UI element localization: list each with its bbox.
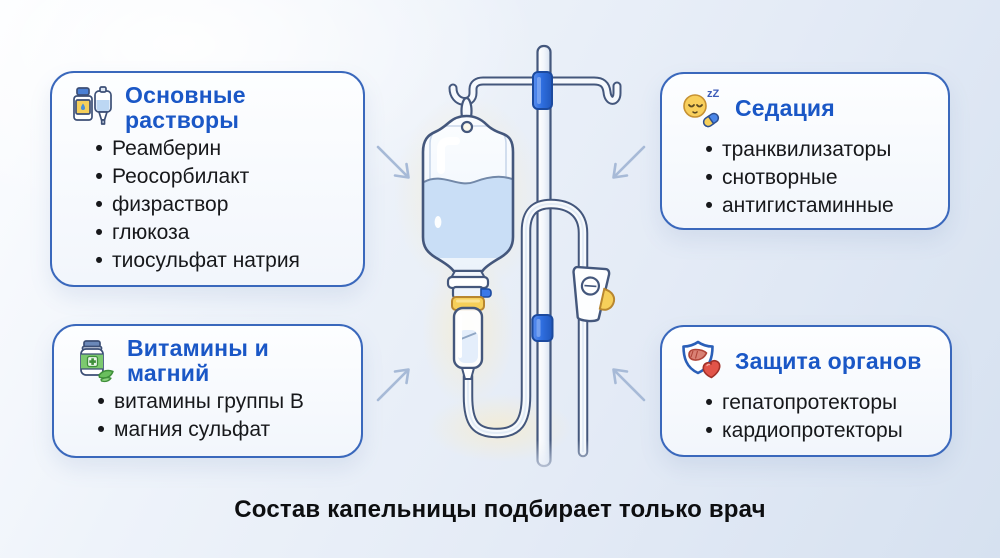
- pole-clamp-top: [532, 71, 553, 110]
- card-list: транквилизаторы снотворные антигистаминн…: [676, 136, 934, 220]
- side-port-valve: [480, 288, 492, 298]
- card-list: Реамберин Реосорбилакт физраствор глюкоз…: [66, 135, 349, 275]
- arrow-bottom-left: [376, 368, 410, 402]
- card-sedation: zZ Седация транквилизаторы снотворные ан…: [660, 72, 950, 230]
- card-title: Витамины и магний: [127, 334, 270, 386]
- card-header: Основные растворы: [70, 81, 349, 133]
- iv-pole: [536, 44, 552, 468]
- arrow-top-right: [612, 145, 646, 179]
- list-item: физраствор: [86, 191, 349, 219]
- bag-tab-hole: [460, 120, 474, 134]
- card-header: Защита органов: [680, 339, 936, 385]
- arrow-bottom-right: [612, 368, 646, 402]
- list-item: Реосорбилакт: [86, 163, 349, 191]
- roller-wheel: [598, 287, 616, 311]
- drip-chamber: [446, 270, 492, 380]
- sleepy-face-pill-icon: zZ: [680, 86, 726, 132]
- card-vitamins-magnesium: Витамины и магний витамины группы B магн…: [52, 324, 363, 458]
- list-item: Реамберин: [86, 135, 349, 163]
- list-item: гепатопротекторы: [696, 389, 936, 417]
- card-list: витамины группы B магния сульфат: [68, 388, 347, 444]
- list-item: витамины группы B: [88, 388, 347, 416]
- list-item: транквилизаторы: [696, 136, 934, 164]
- list-item: глюкоза: [86, 219, 349, 247]
- list-item: кардиопротекторы: [696, 417, 936, 445]
- card-header: zZ Седация: [680, 86, 934, 132]
- roller-clamp: [572, 265, 616, 323]
- list-item: тиосульфат натрия: [86, 247, 349, 275]
- vitamin-bottle-icon: [72, 338, 118, 384]
- card-organ-protection: Защита органов гепатопротекторы кардиопр…: [660, 325, 952, 457]
- infusion-bag: [421, 114, 515, 273]
- pole-clamp-middle: [531, 314, 554, 342]
- caption: Состав капельницы подбирает только врач: [234, 496, 766, 523]
- list-item: антигистаминные: [696, 192, 934, 220]
- medicine-bottles-icon: [70, 85, 116, 131]
- list-item: снотворные: [696, 164, 934, 192]
- list-item: магния сульфат: [88, 416, 347, 444]
- zzz-text: zZ: [707, 88, 720, 100]
- card-title: Основные растворы: [125, 81, 246, 133]
- arrow-top-left: [376, 145, 410, 179]
- bag-liquid: [424, 176, 512, 258]
- card-list: гепатопротекторы кардиопротекторы: [676, 389, 936, 445]
- card-title: Седация: [735, 95, 835, 122]
- shield-organ-icon: [680, 339, 726, 385]
- card-title: Защита органов: [735, 348, 922, 375]
- iv-tube: [462, 198, 589, 458]
- card-basic-solutions: Основные растворы Реамберин Реосорбилакт…: [50, 71, 365, 287]
- card-header: Витамины и магний: [72, 334, 347, 386]
